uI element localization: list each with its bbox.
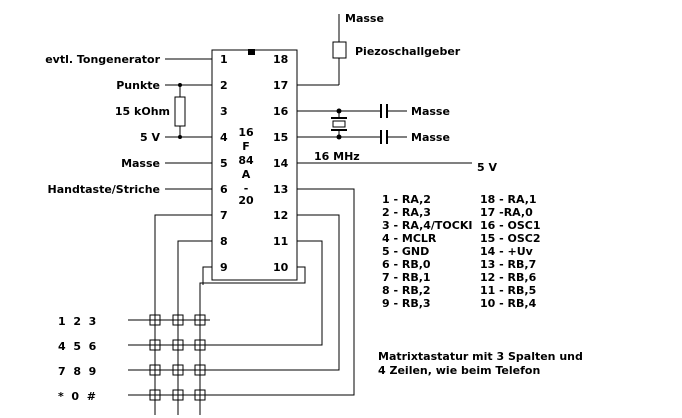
pinout-right-16: 16 - OSC1: [480, 219, 541, 232]
pinout-right-14: 14 - +Uv: [480, 245, 534, 258]
wire-pin12: [128, 214, 340, 371]
label-handtaste: Handtaste/Striche: [48, 183, 161, 196]
pin-17-number: 17: [273, 79, 288, 92]
pinout-right-12: 12 - RB,6: [480, 271, 537, 284]
wire-pin13: [128, 188, 355, 396]
piezo-buzzer: [332, 41, 347, 59]
pin-5-number: 5: [220, 157, 228, 170]
pinout-left-1: 1 - RA,2: [382, 193, 431, 206]
pin-2-number: 2: [220, 79, 228, 92]
pin-7-number: 7: [220, 209, 228, 222]
pinout-left-5: 5 - GND: [382, 245, 429, 258]
label-punkte: Punkte: [116, 79, 160, 92]
wire-pin9: [202, 266, 212, 285]
note-line-2: 4 Zeilen, wie beim Telefon: [378, 364, 540, 377]
label-5v-right: 5 V: [477, 161, 497, 174]
chip-part-line-6: 20: [238, 194, 254, 207]
label-crystal: 16 MHz: [314, 150, 360, 163]
pinout-right-11: 11 - RB,5: [480, 284, 536, 297]
label-piezo: Piezoschallgeber: [355, 45, 461, 58]
wire-pin11: [128, 240, 323, 346]
chip-part-line-3: 84: [238, 154, 254, 167]
pin-10-number: 10: [273, 261, 289, 274]
label-masse-cap1: Masse: [411, 105, 450, 118]
chip-part-line-4: A: [242, 168, 251, 181]
label-masse-left: Masse: [121, 157, 160, 170]
pin-14-number: 14: [273, 157, 289, 170]
label-masse-cap2: Masse: [411, 131, 450, 144]
pin-18-number: 18: [273, 53, 288, 66]
wire-pin10: [199, 266, 306, 415]
crystal-16mhz: [332, 120, 346, 128]
note-line-1: Matrixtastatur mit 3 Spalten und: [378, 350, 583, 363]
label-resistor: 15 kOhm: [115, 105, 170, 118]
ic-pin1-notch: [248, 49, 255, 55]
pinout-right-18: 18 - RA,1: [480, 193, 537, 206]
pinout-left-7: 7 - RB,1: [382, 271, 431, 284]
pin-1-number: 1: [220, 53, 228, 66]
pin-3-number: 3: [220, 105, 228, 118]
label-5v-left: 5 V: [140, 131, 160, 144]
pin-8-number: 8: [220, 235, 228, 248]
pin-16-number: 16: [273, 105, 289, 118]
pinout-left-3: 3 - RA,4/TOCKI: [382, 219, 472, 232]
keypad-row-4-label: * 0 #: [58, 390, 96, 403]
keypad-key-crossings: [149, 314, 206, 401]
keypad-row-1-label: 1 2 3: [58, 315, 96, 328]
pin-15-number: 15: [273, 131, 288, 144]
junction-pin4: [178, 135, 182, 139]
label-tongenerator: evtl. Tongenerator: [45, 53, 160, 66]
pinout-right-13: 13 - RB,7: [480, 258, 536, 271]
pinout-right-15: 15 - OSC2: [480, 232, 541, 245]
chip-part-line-1: 16: [238, 126, 254, 139]
pinout-left-8: 8 - RB,2: [382, 284, 431, 297]
keypad-row-2-label: 4 5 6: [58, 340, 97, 353]
pinout-left-4: 4 - MCLR: [382, 232, 437, 245]
pin-13-number: 13: [273, 183, 288, 196]
pin-4-number: 4: [220, 131, 228, 144]
pin-11-number: 11: [273, 235, 288, 248]
resistor-15k: [174, 96, 186, 127]
pin-6-number: 6: [220, 183, 228, 196]
pinout-left-9: 9 - RB,3: [382, 297, 431, 310]
pin-9-number: 9: [220, 261, 228, 274]
pinout-right-10: 10 - RB,4: [480, 297, 537, 310]
pinout-right-17: 17 -RA,0: [480, 206, 533, 219]
keypad-row-3-label: 7 8 9: [58, 365, 96, 378]
pinout-left-6: 6 - RB,0: [382, 258, 431, 271]
pin-12-number: 12: [273, 209, 288, 222]
pinout-left-2: 2 - RA,3: [382, 206, 431, 219]
label-masse-top: Masse: [345, 12, 384, 25]
chip-part-line-2: F: [242, 140, 250, 153]
chip-part-line-5: -: [244, 182, 249, 195]
